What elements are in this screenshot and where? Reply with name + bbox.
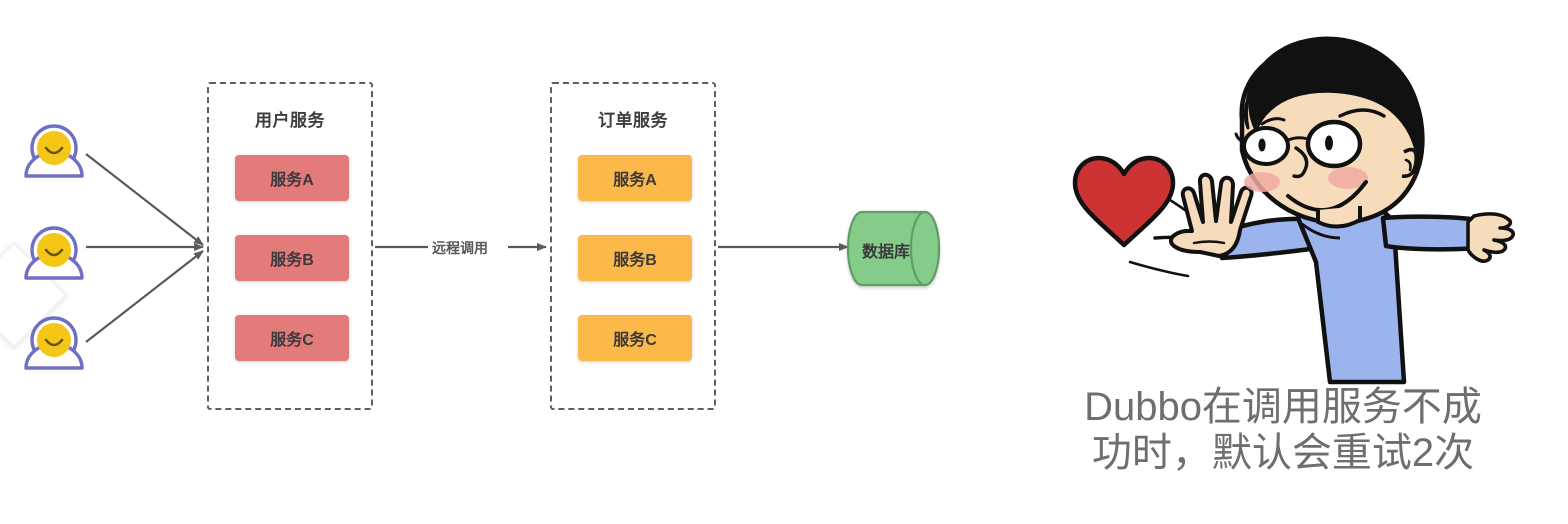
group-user-service-title: 用户服务 (255, 111, 325, 130)
user-service-item-c[interactable]: 服务C (235, 315, 349, 361)
decorative-diamond-shape (0, 241, 68, 349)
group-order-service: 订单服务 服务A 服务B 服务C (550, 82, 716, 410)
right-hand (1466, 212, 1516, 263)
connector-client3-to-user-service (85, 250, 204, 343)
connector-client1-to-user-service (85, 153, 204, 246)
motion-lines (1128, 198, 1207, 278)
user-service-item-b[interactable]: 服务B (235, 235, 349, 281)
blush-left (1244, 172, 1280, 192)
client-avatar-3 (24, 316, 84, 370)
right-arm (1380, 214, 1481, 252)
client-avatar-2 (24, 226, 84, 280)
order-service-item-a[interactable]: 服务A (578, 155, 692, 201)
caption-line-2: 功时，默认会重试2次 (1091, 431, 1475, 476)
left-arm (1219, 216, 1321, 261)
edge-label-remote-call: 远程调用 (428, 238, 492, 258)
user-service-item-a[interactable]: 服务A (235, 155, 349, 201)
torso (1295, 203, 1407, 385)
waving-hand (1169, 172, 1254, 258)
heart-icon (1072, 155, 1176, 248)
head (1234, 36, 1425, 225)
illustration-cartoon-man (1072, 36, 1516, 385)
database-label: 数据库 (862, 244, 911, 261)
eye-right (1305, 119, 1363, 169)
group-user-service: 用户服务 服务A 服务B 服务C (207, 82, 373, 410)
client-avatar-1 (24, 124, 84, 178)
eye-left (1242, 126, 1290, 166)
blush-right (1328, 167, 1368, 189)
caption-line-1: Dubbo在调用服务不成 (1084, 385, 1482, 429)
group-order-service-title: 订单服务 (598, 111, 668, 130)
caption-text: Dubbo在调用服务不成 功时，默认会重试2次 (1000, 384, 1566, 477)
order-service-item-b[interactable]: 服务B (578, 235, 692, 281)
order-service-item-c[interactable]: 服务C (578, 315, 692, 361)
